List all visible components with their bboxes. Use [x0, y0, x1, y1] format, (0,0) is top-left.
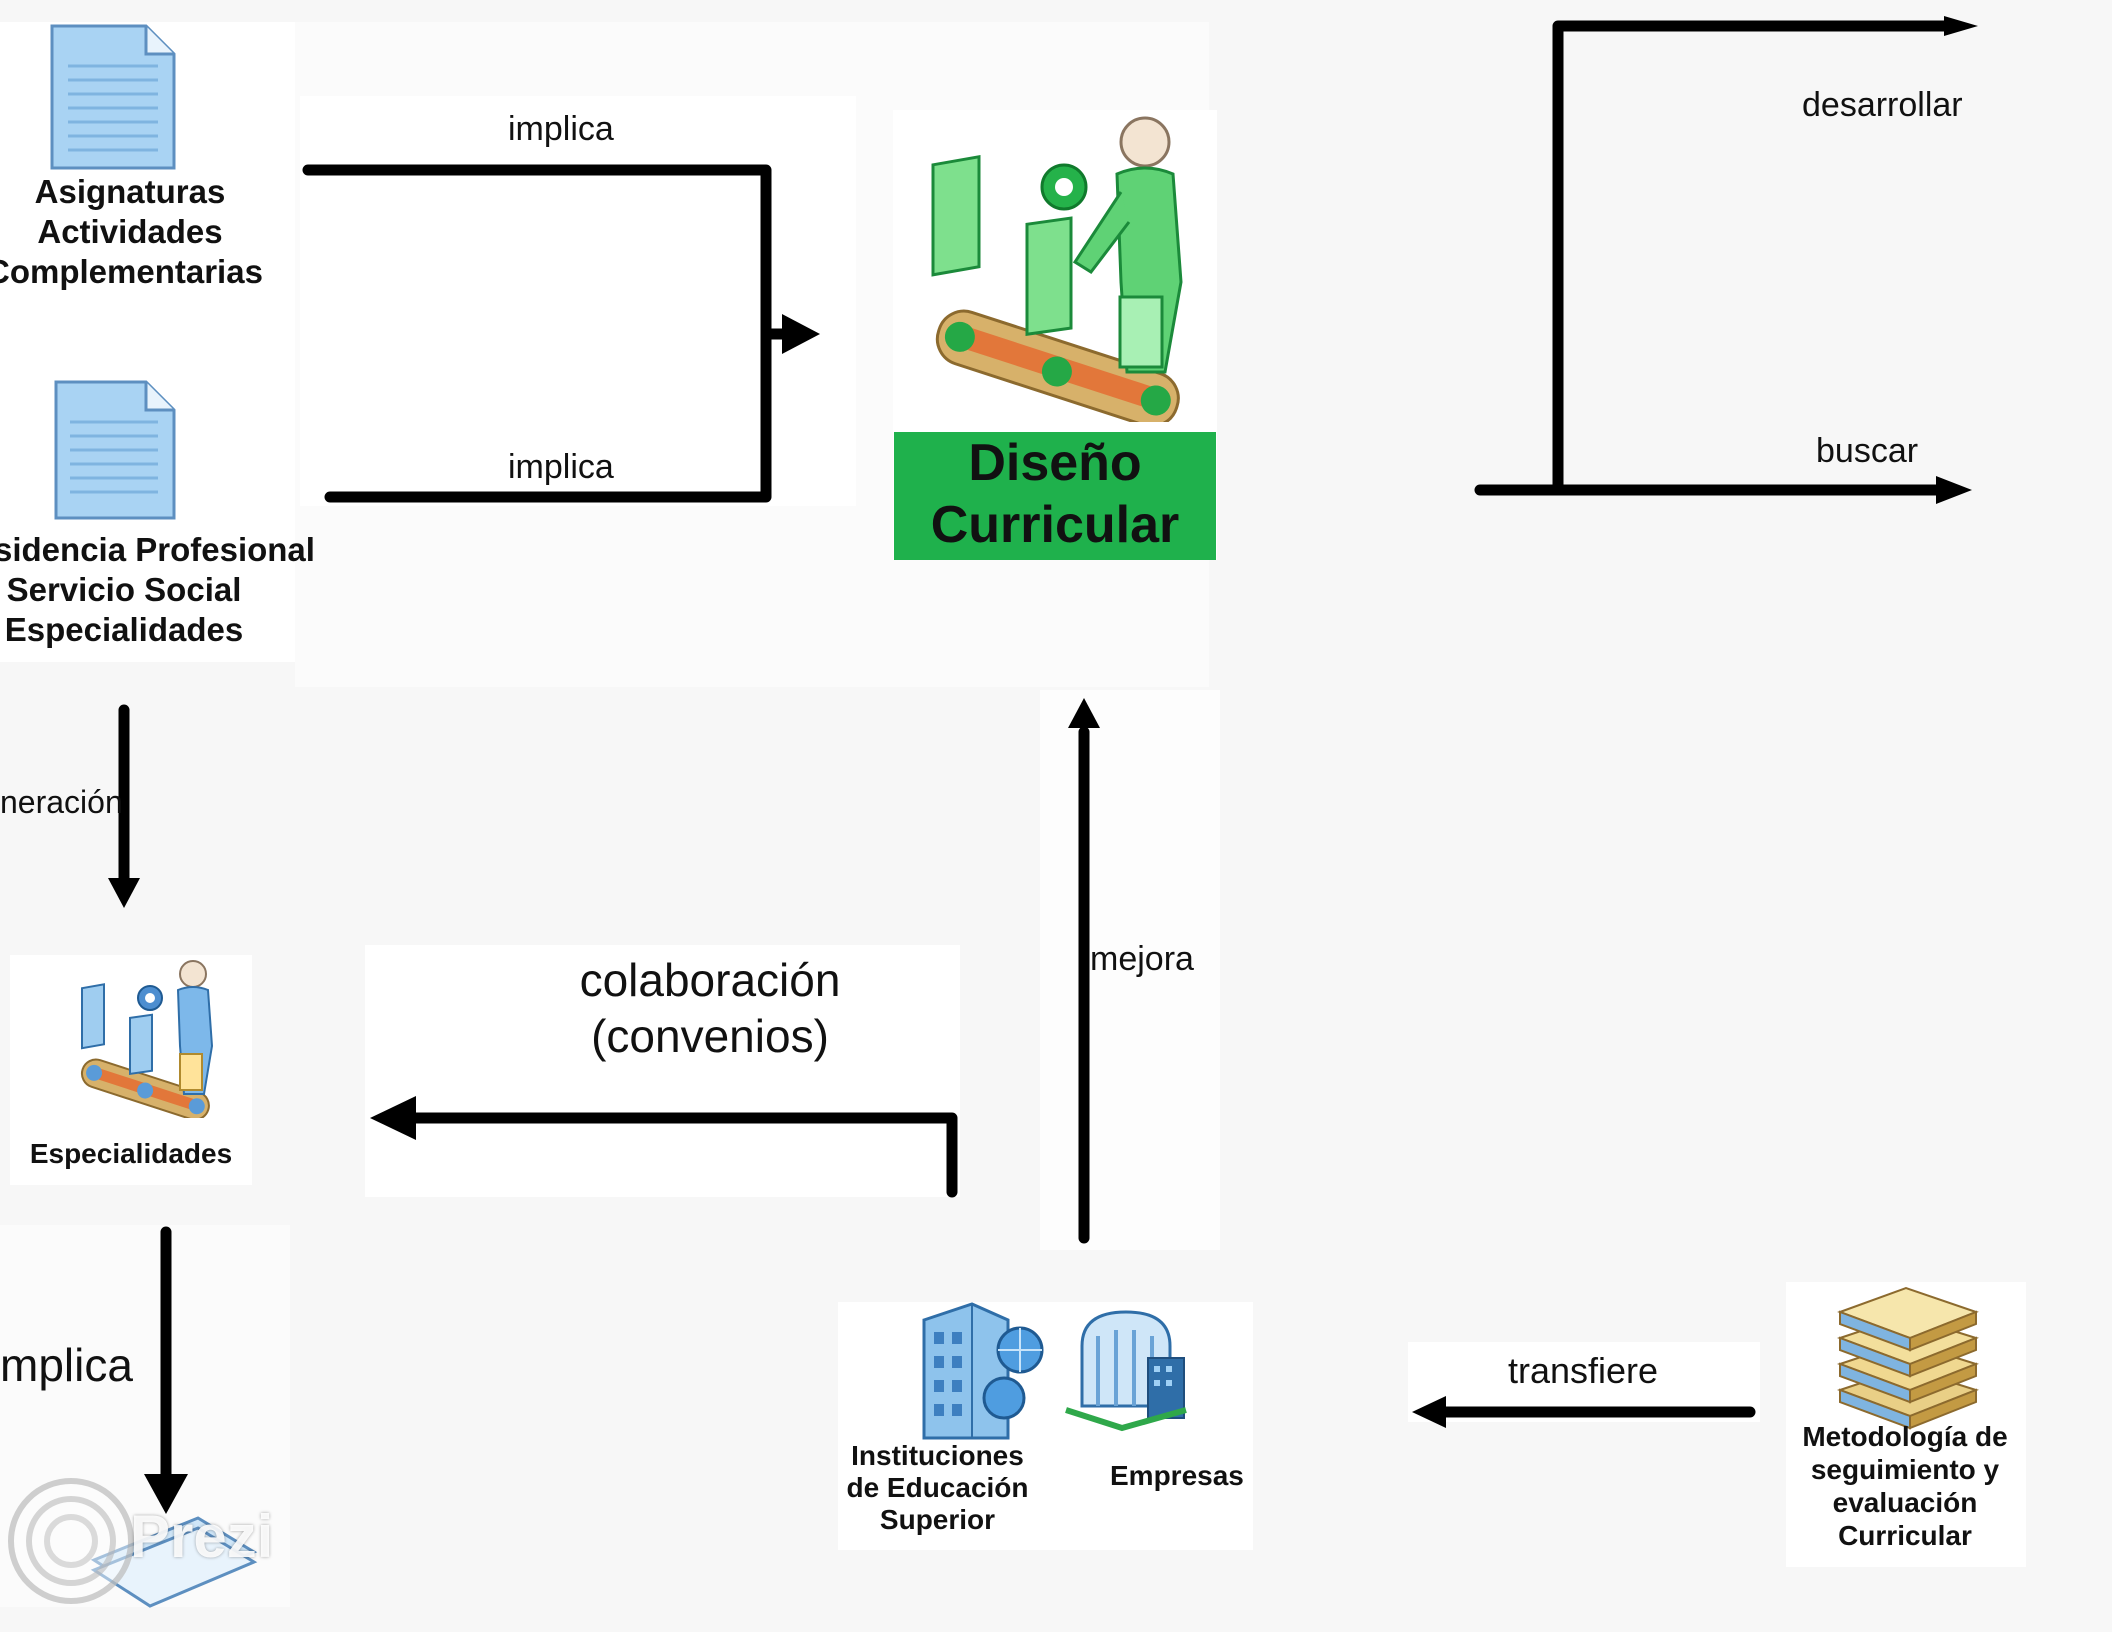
document-stack-icon: [90, 1516, 258, 1608]
book-stack-icon: [1836, 1286, 1979, 1430]
residency-doc-label: sidencia Profesional Servicio Social Esp…: [0, 531, 315, 648]
edge-label-colaboracion: colaboración (convenios): [579, 954, 841, 1062]
company-building-icon: [1065, 1310, 1187, 1432]
arrowhead-colaboracion: [370, 1096, 416, 1140]
arrowhead-generacion: [108, 878, 140, 908]
worker-conveyor-icon: [80, 960, 214, 1118]
building-network-icon: [922, 1302, 1044, 1440]
edge-label-mejora: mejora: [1090, 940, 1194, 978]
specialties-label: Especialidades: [29, 1138, 233, 1169]
panel-institutions: [838, 1302, 1253, 1550]
design-curricular-title: Diseño Curricular: [930, 434, 1180, 554]
edge-desarrollar-line: [1552, 20, 1956, 496]
panel-colaboracion: [365, 945, 960, 1197]
document-icon: [50, 24, 176, 170]
arrowhead-transfiere: [1412, 1396, 1446, 1428]
edge-label-transfiere: transfiere: [1508, 1350, 1659, 1391]
arrowhead-desarrollar: [1944, 16, 1978, 36]
design-curricular-box: [894, 432, 1216, 560]
subjects-doc-label: Asignaturas Actividades Complementarias: [0, 173, 263, 290]
edge-label-implica-bottom: implica: [508, 448, 614, 486]
edge-label-desarrollar: desarrollar: [1802, 86, 1963, 124]
document-icon: [54, 380, 176, 520]
edge-label-buscar: buscar: [1816, 432, 1919, 470]
worker-conveyor-icon: [931, 116, 1183, 422]
companies-label: Empresas: [1110, 1460, 1244, 1491]
edge-label-generacion: neración: [0, 784, 123, 820]
edge-label-implica-top: implica: [508, 110, 614, 148]
prezi-watermark: Prezi: [130, 1503, 274, 1570]
methodology-label: Metodología de seguimiento y evaluación …: [1802, 1421, 2008, 1551]
institutions-label: Instituciones de Educación Superior: [846, 1440, 1029, 1535]
panel-mejora: [1040, 690, 1220, 1250]
edge-label-implica-left: mplica: [0, 1339, 133, 1391]
edge-colaboracion-line: [404, 1112, 958, 1198]
arrowhead-buscar: [1936, 476, 1972, 504]
prezi-logo-icon: [8, 1478, 134, 1604]
arrowhead-design-in: [782, 314, 820, 354]
arrowhead-mejora: [1068, 698, 1100, 728]
arrowhead-implica-left: [144, 1474, 188, 1514]
